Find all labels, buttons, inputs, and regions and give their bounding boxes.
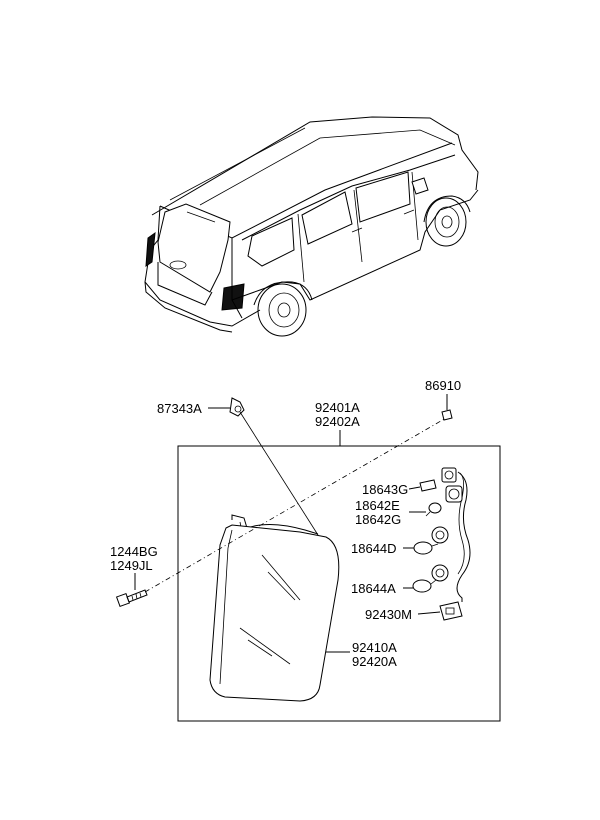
connector-icon xyxy=(439,601,463,621)
socket-icon xyxy=(441,467,457,483)
label-1249JL: 1249JL xyxy=(110,558,153,573)
label-92410A: 92410A xyxy=(352,640,397,655)
nut-icon xyxy=(441,409,453,421)
bulb-socket-harness xyxy=(412,467,471,621)
tail-lamp-assembly xyxy=(209,514,340,702)
label-18644D: 18644D xyxy=(351,541,397,556)
label-86910: 86910 xyxy=(425,378,461,393)
bulb-18644D-icon xyxy=(413,541,439,555)
grommet-icon xyxy=(229,397,245,417)
vehicle-illustration xyxy=(144,116,479,337)
label-92420A: 92420A xyxy=(352,654,397,669)
label-92430M: 92430M xyxy=(365,607,412,622)
bulb-18643G-icon xyxy=(419,479,437,492)
socket-icon xyxy=(431,564,449,582)
socket-icon xyxy=(445,485,463,503)
label-18643G: 18643G xyxy=(362,482,408,497)
label-1244BG: 1244BG xyxy=(110,544,158,559)
bulb-18642E-icon xyxy=(425,502,442,517)
bulb-18644A-icon xyxy=(412,579,437,593)
bolt-icon xyxy=(115,589,148,608)
label-18642G: 18642G xyxy=(355,512,401,527)
label-92402A: 92402A xyxy=(315,414,360,429)
label-92401A: 92401A xyxy=(315,400,360,415)
label-18644A: 18644A xyxy=(351,581,396,596)
socket-icon xyxy=(431,526,449,544)
assembly-box xyxy=(177,445,501,722)
label-87343A: 87343A xyxy=(157,401,202,416)
label-18642E: 18642E xyxy=(355,498,400,513)
